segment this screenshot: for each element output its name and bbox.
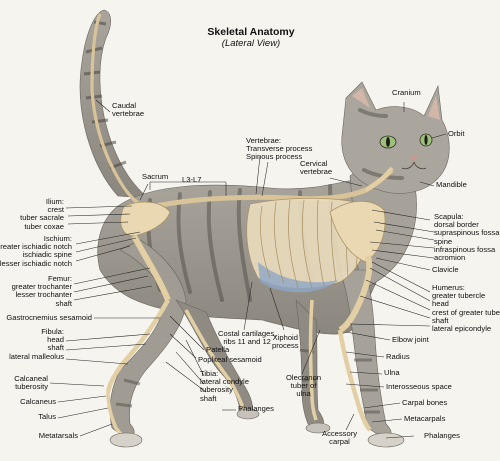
label-femur: Femur: greater trochanter lesser trochan…	[11, 274, 72, 308]
label-vertebrae: Vertebrae: Transverse process Spinous pr…	[246, 136, 313, 162]
scapula	[329, 200, 386, 263]
label-l3-l7: L3-L7	[182, 175, 202, 184]
pelvis	[120, 201, 171, 237]
radius-ulna	[337, 329, 372, 432]
label-scapula: Scapula: dorsal border supraspinous foss…	[434, 212, 500, 262]
label-sacrum: Sacrum	[142, 172, 169, 181]
diagram-subtitle: (Lateral View)	[221, 38, 281, 49]
leader-lines	[49, 99, 447, 439]
label-ischium: Ischium: greater ischiadic notch ischiad…	[0, 234, 72, 268]
label-popliteal-sesamoid: Popliteal sesamoid	[198, 355, 262, 364]
label-ilium: Ilium: crest tuber sacrale tuber coxae	[20, 197, 64, 231]
paw-hind-far	[236, 408, 260, 420]
label-orbit: Orbit	[448, 129, 465, 138]
label-tibia: Tibia: lateral condyle tuberosity shaft	[200, 369, 249, 403]
label-talus: Talus	[38, 412, 56, 421]
tail-vertebrae	[90, 13, 147, 210]
cat-head	[341, 81, 450, 194]
label-phalanges-front: Phalanges	[424, 431, 460, 440]
diagram-title: Skeletal Anatomy	[207, 26, 295, 38]
label-radius: Radius	[386, 352, 410, 361]
paw-front-near	[367, 432, 405, 448]
skeleton	[90, 13, 394, 442]
label-cranium: Cranium	[392, 88, 421, 97]
label-calcaneal-tuberosity: Calcaneal tuberosity	[14, 374, 48, 392]
cervical-bones	[364, 166, 394, 192]
paw-hind-near	[109, 432, 143, 448]
label-calcaneus: Calcaneus	[20, 397, 56, 406]
label-accessory-carpal: Accessory carpal	[322, 429, 358, 447]
femur-bone	[131, 234, 171, 302]
label-metacarpals: Metacarpals	[404, 414, 446, 423]
label-ulna: Ulna	[384, 368, 400, 377]
label-interosseous-space: Interosseous space	[386, 382, 452, 391]
label-clavicle: Clavicle	[432, 265, 459, 274]
label-gastrocnemius-sesamoid: Gastrocnemius sesamoid	[6, 313, 92, 322]
humerus-bone	[338, 255, 373, 333]
cat-tail	[79, 9, 149, 199]
label-metatarsals: Metatarsals	[38, 431, 78, 440]
label-mandible: Mandible	[436, 180, 467, 189]
rib-shadow	[258, 262, 338, 293]
label-carpal-bones: Carpal bones	[402, 398, 448, 407]
label-humerus: Humerus: greater tubercle head crest of …	[432, 283, 500, 333]
label-phalanges-hind: Phalanges	[238, 404, 274, 413]
label-patella: Patella	[206, 345, 230, 354]
title-block: Skeletal Anatomy (Lateral View)	[196, 26, 306, 49]
label-olecranon: Olecranon tuber of ulna	[286, 373, 322, 399]
label-costal-cartilages: Costal cartilages, ribs 11 and 12	[218, 329, 277, 347]
label-xiphoid-process: Xiphoid process	[272, 333, 299, 351]
far-hind-bones	[184, 309, 246, 411]
label-fibula: Fibula: head shaft lateral malleolus	[9, 327, 64, 361]
paw-front-far	[305, 422, 331, 434]
label-elbow-joint: Elbow joint	[392, 335, 429, 344]
far-radius	[308, 299, 318, 421]
label-cervical-vertebrae: Cervical vertebrae	[300, 159, 333, 177]
label-caudal-vertebrae: Caudal vertebrae	[112, 101, 145, 119]
